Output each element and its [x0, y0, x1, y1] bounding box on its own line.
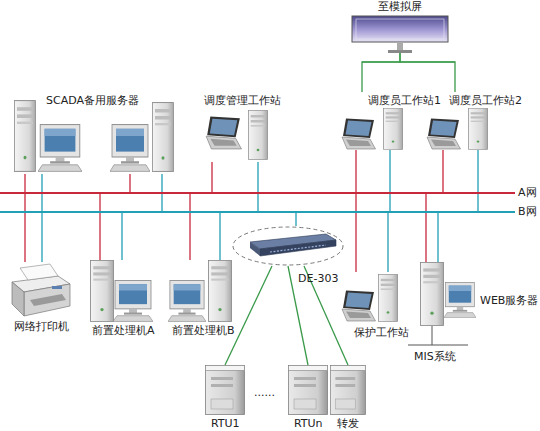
mis-leader-line: [408, 345, 468, 346]
monitor: [113, 281, 153, 322]
network-line: [0, 192, 515, 194]
network-link: [389, 150, 390, 212]
rtu-cabinet: [206, 366, 245, 415]
laptop: [427, 119, 461, 150]
network-link: [129, 174, 130, 193]
network-link: [211, 162, 212, 193]
device-node: 网络打印机: [6, 262, 76, 334]
device-label: 调度员工作站1: [368, 94, 441, 107]
device-label: 至模拟屏: [378, 0, 422, 13]
device-node: RTUn: [288, 365, 328, 431]
device-node: 调度员工作站2: [425, 92, 537, 150]
signal-link: [225, 266, 272, 365]
device-node: 保护工作站: [338, 272, 420, 340]
signal-link: [362, 53, 400, 92]
network-link: [442, 150, 443, 193]
network-link: [425, 193, 426, 262]
device-label: 调度员工作站2: [449, 94, 522, 107]
monitor: [168, 281, 206, 322]
network-link: [219, 212, 220, 260]
tower: [383, 108, 402, 149]
network-link: [295, 212, 296, 226]
network-line: [0, 211, 515, 213]
tower: [468, 108, 487, 149]
device-label: RTUn: [294, 417, 323, 430]
network-name: B网: [518, 205, 537, 218]
device-label: WEB服务器: [480, 294, 538, 307]
network-link: [257, 162, 258, 212]
device-label: DE-303: [298, 272, 338, 285]
switch-ellipse-outline: [233, 227, 343, 265]
system-label: MIS系统: [414, 350, 456, 363]
device-label: RTU1: [211, 417, 240, 430]
device-node: 调度管理工作站: [200, 92, 280, 162]
device-label: 转发: [337, 417, 359, 430]
monitor: [444, 282, 476, 317]
device-node: 调度员工作站1: [340, 92, 425, 150]
network-link: [189, 193, 190, 260]
server-tower: [153, 103, 174, 172]
network-link: [355, 150, 356, 193]
monitor: [110, 125, 150, 172]
network-name: A网: [518, 186, 537, 199]
tower: [209, 261, 232, 322]
rtu-cabinet: [289, 366, 328, 415]
signal-link: [400, 53, 455, 92]
network-link: [437, 212, 438, 262]
network-link: [387, 212, 388, 272]
device-node: 至模拟屏: [345, 0, 455, 53]
printer: [12, 264, 70, 316]
device-label: 网络打印机: [14, 320, 69, 333]
network-link: [121, 212, 122, 260]
screen-bus-line: [362, 61, 455, 62]
device-node: SCADA备用服务器: [8, 92, 180, 174]
laptop: [342, 291, 376, 322]
laptop: [342, 119, 376, 150]
tower: [378, 274, 397, 321]
rtu-cabinet: [330, 366, 365, 415]
network-link: [99, 193, 100, 260]
tower: [91, 261, 114, 322]
device-node: 前置处理机B: [168, 260, 238, 338]
switch-node: DE-303: [232, 226, 344, 266]
device-node: 转发: [328, 365, 368, 431]
device-node: RTU1: [205, 365, 245, 431]
monitor: [38, 125, 82, 172]
server-tower: [15, 101, 36, 172]
device-label: SCADA备用服务器: [46, 94, 139, 107]
device-label: 前置处理机B: [172, 324, 235, 337]
network-bus: B网: [0, 205, 540, 219]
server-tower: [421, 263, 444, 326]
device-node: WEB服务器: [418, 262, 538, 326]
network-bus: A网: [0, 186, 540, 200]
device-node: 前置处理机A: [88, 260, 156, 338]
tower: [248, 110, 267, 159]
simulation-screen: [352, 16, 448, 53]
device-label: 前置处理机A: [92, 324, 155, 337]
switch-ellipse: [232, 226, 344, 266]
network-link: [477, 150, 478, 212]
network-link: [355, 193, 356, 272]
network-link: [41, 212, 42, 262]
network-link: [24, 174, 25, 193]
device-label: 保护工作站: [354, 326, 409, 339]
device-label: 调度管理工作站: [204, 94, 281, 107]
laptop: [206, 117, 241, 149]
switch-device: [250, 234, 336, 256]
mis-leader-line: [432, 326, 433, 345]
ellipsis-label: ......: [254, 386, 275, 399]
network-link: [24, 193, 25, 262]
